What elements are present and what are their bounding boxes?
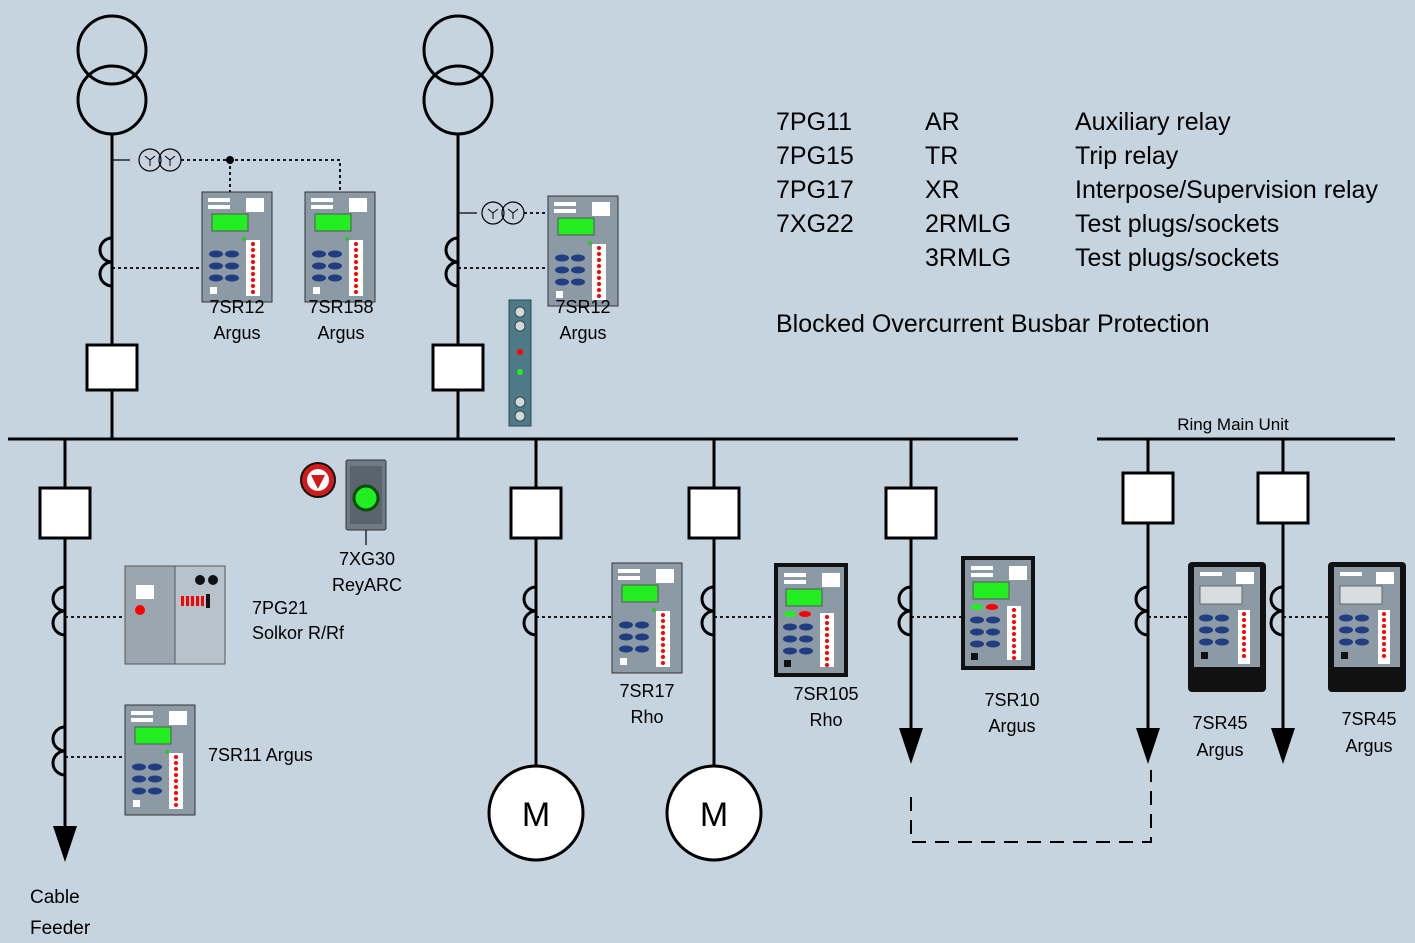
relay-7sr158: 7SR158 Argus	[304, 191, 376, 343]
feeder-arrow	[1271, 728, 1295, 764]
legend-row: 7PG11 AR Auxiliary relay	[776, 108, 1231, 136]
relay-family: Argus	[213, 323, 260, 343]
relay-7sr105: 7SR105 Rho	[773, 562, 859, 730]
svg-text:Trip relay: Trip relay	[1075, 142, 1179, 170]
svg-text:Test plugs/sockets: Test plugs/sockets	[1075, 210, 1279, 238]
relay-family: Argus	[317, 323, 364, 343]
circuit-breaker	[431, 343, 485, 392]
relay-7sr17: 7SR17 Rho	[611, 562, 683, 727]
relay-7sr45-a: 7SR45 Argus	[1187, 561, 1267, 760]
cable-feeder: Cable Feeder	[30, 439, 125, 939]
feeder-arrow	[1136, 728, 1160, 764]
svg-text:7PG11: 7PG11	[776, 108, 852, 136]
svg-text:7PG15: 7PG15	[776, 142, 854, 170]
motor-symbol: M	[700, 796, 728, 834]
legend-row: 3RMLG Test plugs/sockets	[925, 244, 1279, 272]
relay-model: 7XG30	[339, 549, 395, 569]
relay-7sr12-b: 7SR12 Argus	[547, 195, 619, 343]
svg-text:TR: TR	[925, 142, 958, 170]
circuit-breaker	[1121, 471, 1175, 525]
legend-row: 7PG15 TR Trip relay	[776, 142, 1179, 170]
relay-family: Argus	[559, 323, 606, 343]
circuit-breaker	[509, 486, 563, 540]
relay-family: Argus	[1345, 736, 1392, 756]
transformer-winding-1	[76, 14, 148, 86]
svg-text:Auxiliary relay: Auxiliary relay	[1075, 108, 1231, 136]
svg-text:7XG22: 7XG22	[776, 210, 854, 238]
current-transformer	[444, 236, 460, 288]
svg-text:2RMLG: 2RMLG	[925, 210, 1011, 238]
current-transformer	[1134, 585, 1150, 637]
motor-symbol: M	[522, 796, 550, 834]
relay-7sr10: 7SR10 Argus	[960, 555, 1040, 736]
relay-family: Argus	[988, 716, 1035, 736]
motor-circle	[487, 764, 585, 862]
voltage-transformer	[481, 201, 525, 225]
feeder-label-line2: Feeder	[30, 918, 91, 939]
relay-model: 7SR17	[619, 681, 674, 701]
relay-model: 7SR12	[209, 297, 264, 317]
relay-7xg30: 7XG30 ReyARC	[300, 459, 402, 595]
circuit-breaker	[884, 486, 938, 540]
circuit-breaker	[687, 486, 741, 540]
current-transformer	[700, 585, 716, 637]
feeder-7sr10	[884, 439, 961, 764]
current-transformer	[51, 585, 67, 637]
feeder-arrow	[899, 728, 923, 764]
transformer-winding-2	[422, 64, 494, 136]
incomer-1	[76, 14, 341, 438]
relay-family: ReyARC	[332, 575, 402, 595]
transformer-winding-1	[422, 14, 494, 86]
ring-main-unit: Ring Main Unit	[1097, 415, 1395, 764]
svg-text:7PG17: 7PG17	[776, 176, 854, 204]
relay-model: 7SR10	[984, 690, 1039, 710]
current-transformer	[51, 725, 67, 777]
relay-label: 7SR11 Argus	[208, 745, 313, 765]
incomer-2	[422, 14, 548, 438]
feeder-arrow	[53, 826, 77, 862]
relay-7sr11: 7SR11 Argus	[124, 704, 313, 816]
relay-7sr45-b: 7SR45 Argus	[1327, 561, 1407, 756]
relay-model: 7SR158	[308, 297, 373, 317]
relay-model: 7PG21	[252, 598, 308, 618]
circuit-breaker	[38, 486, 92, 540]
current-transformer	[522, 585, 538, 637]
voltage-transformer	[138, 148, 182, 172]
relay-7pg21: 7PG21 Solkor R/Rf	[124, 565, 345, 665]
legend-table: 7PG11 AR Auxiliary relay 7PG15 TR Trip r…	[776, 108, 1378, 338]
relay-model: 7SR105	[793, 684, 858, 704]
svg-text:AR: AR	[925, 108, 960, 136]
legend-row: 7XG22 2RMLG Test plugs/sockets	[776, 210, 1279, 238]
circuit-breaker	[1256, 471, 1310, 525]
legend-row: 7PG17 XR Interpose/Supervision relay	[776, 176, 1378, 204]
blocking-signal-link	[910, 770, 1152, 843]
test-block-module	[508, 299, 532, 427]
relay-model: 7SR45	[1192, 713, 1247, 733]
svg-text:Interpose/Supervision relay: Interpose/Supervision relay	[1075, 176, 1378, 204]
relay-family: Solkor R/Rf	[252, 623, 345, 643]
motor-feeder-1: M	[487, 439, 612, 862]
svg-text:XR: XR	[925, 176, 960, 204]
current-transformer	[98, 236, 114, 288]
feeder-label-line1: Cable	[30, 887, 80, 908]
circuit-breaker	[85, 343, 139, 392]
relay-model: 7SR45	[1341, 709, 1396, 729]
svg-text:3RMLG: 3RMLG	[925, 244, 1011, 272]
relay-family: Argus	[1196, 740, 1243, 760]
transformer-winding-2	[76, 64, 148, 136]
scheme-title: Blocked Overcurrent Busbar Protection	[776, 310, 1210, 338]
motor-circle	[665, 764, 763, 862]
svg-text:Test plugs/sockets: Test plugs/sockets	[1075, 244, 1279, 272]
relay-7sr12-a: 7SR12 Argus	[201, 191, 273, 343]
rmu-title: Ring Main Unit	[1177, 415, 1289, 434]
current-transformer	[1269, 585, 1285, 637]
relay-family: Rho	[809, 710, 842, 730]
current-transformer	[897, 585, 913, 637]
motor-feeder-2: M	[665, 439, 774, 862]
relay-family: Rho	[630, 707, 663, 727]
relay-model: 7SR12	[555, 297, 610, 317]
